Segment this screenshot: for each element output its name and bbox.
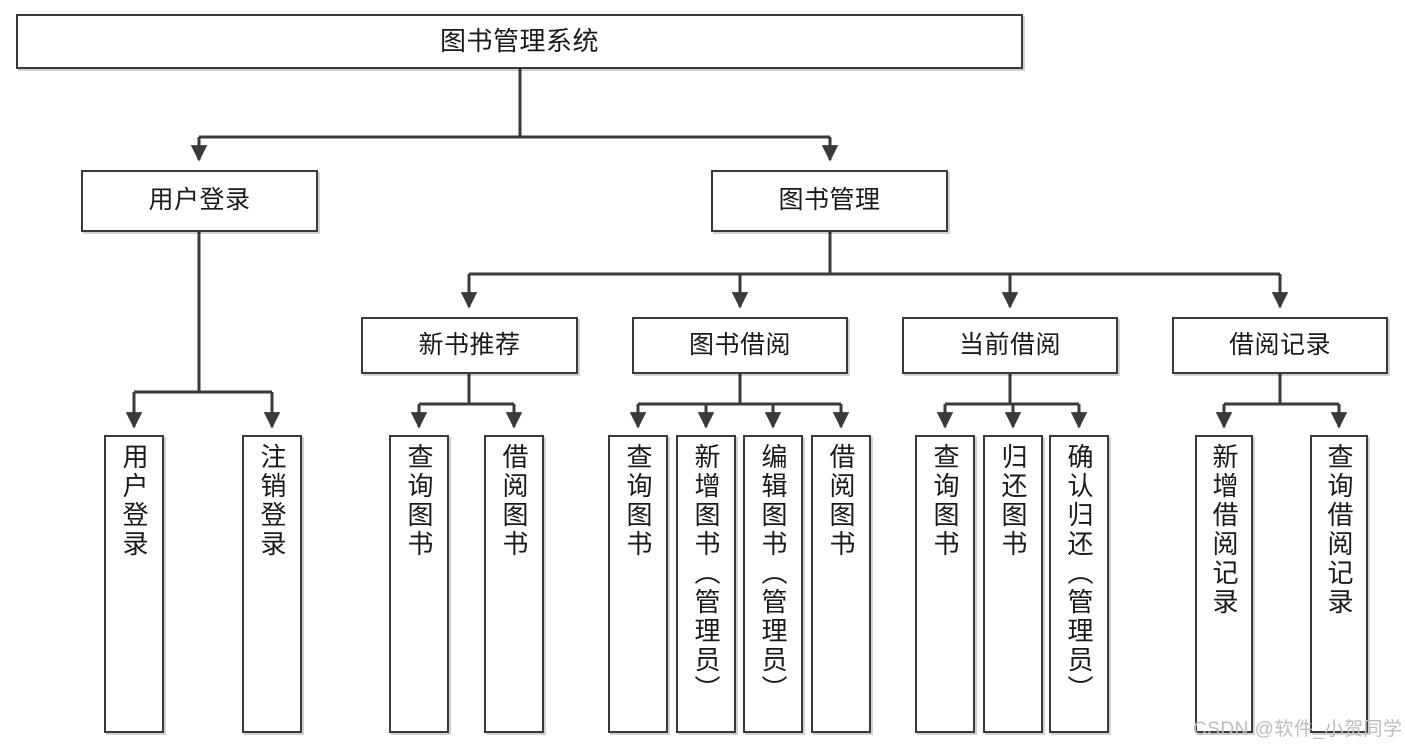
node-leaf-query-book-rec[interactable]: 查询图书: [389, 435, 449, 733]
node-leaf-return-book[interactable]: 归还图书: [983, 435, 1043, 733]
node-leaf-query-record-label: 查询借阅记录: [1324, 443, 1354, 617]
node-leaf-logout[interactable]: 注销登录: [242, 435, 302, 733]
node-leaf-return-book-label: 归还图书: [998, 443, 1028, 559]
node-leaf-user-login[interactable]: 用户登录: [104, 435, 164, 733]
node-leaf-confirm-return[interactable]: 确认归还（管理员）: [1049, 435, 1109, 733]
node-user-login[interactable]: 用户登录: [81, 170, 318, 232]
node-root-label: 图书管理系统: [439, 26, 599, 57]
node-book-borrow[interactable]: 图书借阅: [632, 317, 848, 374]
watermark: CSDN @软件_小贺同学: [1193, 719, 1403, 740]
node-leaf-borrow-book[interactable]: 借阅图书: [811, 435, 871, 733]
node-leaf-query-book-cur-label: 查询图书: [930, 443, 960, 559]
node-leaf-query-book-rec-label: 查询图书: [404, 443, 434, 559]
node-user-login-label: 用户登录: [148, 186, 251, 215]
node-borrow-record-label: 借阅记录: [1228, 330, 1331, 359]
node-leaf-query-book-borrow-label: 查询图书: [623, 443, 653, 559]
node-leaf-logout-label: 注销登录: [257, 443, 287, 559]
node-leaf-query-book-cur[interactable]: 查询图书: [915, 435, 975, 733]
node-leaf-borrow-book-rec-label: 借阅图书: [499, 443, 529, 559]
node-leaf-query-book-borrow[interactable]: 查询图书: [608, 435, 668, 733]
node-leaf-add-book-label: 新增图书（管理员）: [691, 443, 721, 704]
node-leaf-edit-book-label: 编辑图书（管理员）: [758, 443, 788, 704]
node-leaf-confirm-return-label: 确认归还（管理员）: [1064, 443, 1094, 704]
node-new-book-recommend-label: 新书推荐: [418, 330, 521, 359]
node-leaf-borrow-book-rec[interactable]: 借阅图书: [484, 435, 544, 733]
node-leaf-add-record-label: 新增借阅记录: [1209, 443, 1239, 617]
node-book-borrow-label: 图书借阅: [688, 330, 791, 359]
node-current-borrow[interactable]: 当前借阅: [902, 317, 1118, 374]
node-borrow-record[interactable]: 借阅记录: [1172, 317, 1388, 374]
node-new-book-recommend[interactable]: 新书推荐: [361, 317, 578, 374]
node-leaf-user-login-label: 用户登录: [119, 443, 149, 559]
node-current-borrow-label: 当前借阅: [958, 330, 1061, 359]
node-leaf-add-record[interactable]: 新增借阅记录: [1195, 435, 1253, 733]
node-root[interactable]: 图书管理系统: [16, 14, 1023, 69]
node-leaf-edit-book[interactable]: 编辑图书（管理员）: [743, 435, 803, 733]
node-book-manage[interactable]: 图书管理: [711, 170, 948, 232]
node-leaf-add-book[interactable]: 新增图书（管理员）: [676, 435, 736, 733]
node-book-manage-label: 图书管理: [778, 186, 881, 215]
node-leaf-query-record[interactable]: 查询借阅记录: [1310, 435, 1368, 733]
node-leaf-borrow-book-label: 借阅图书: [826, 443, 856, 559]
